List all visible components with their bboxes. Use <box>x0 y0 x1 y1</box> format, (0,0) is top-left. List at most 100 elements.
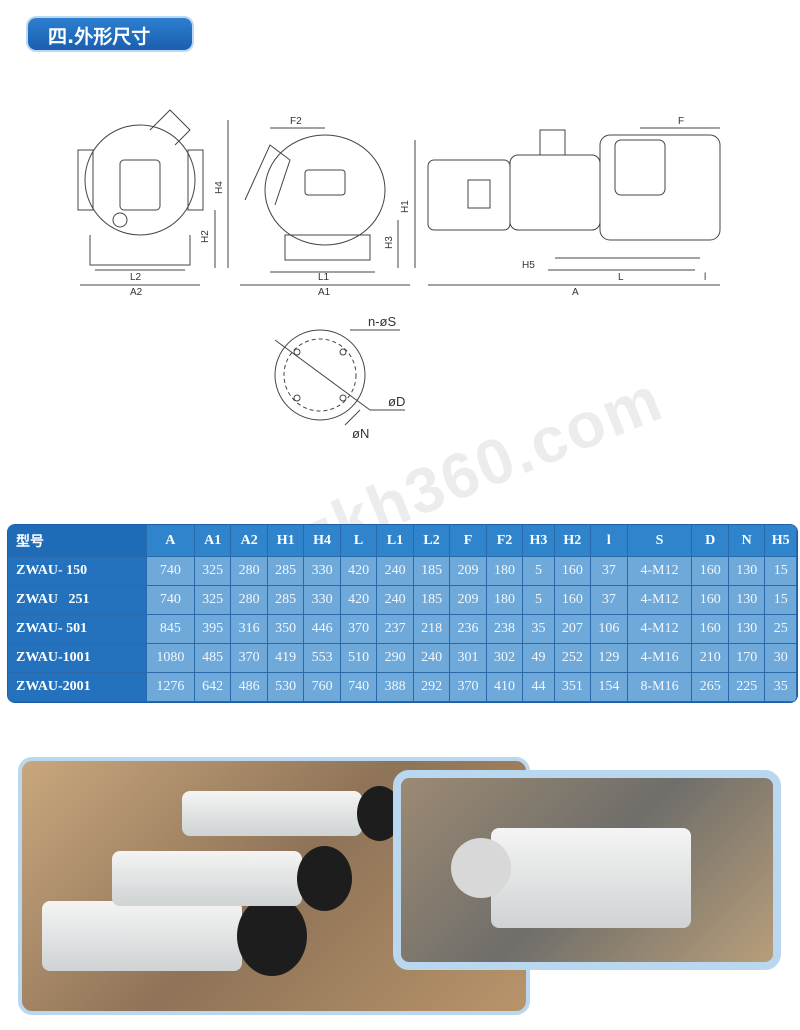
value-cell: 265 <box>692 673 729 702</box>
value-cell: 237 <box>377 615 414 644</box>
value-cell: 4-M16 <box>627 644 693 673</box>
label-H3: H3 <box>384 236 395 249</box>
model-cell: ZWAU 251 <box>8 586 147 615</box>
label-A: A <box>572 287 579 298</box>
label-l: l <box>704 272 706 283</box>
label-d: øD <box>388 394 405 409</box>
value-cell: 8-M16 <box>627 673 693 702</box>
value-cell: 740 <box>146 586 195 615</box>
value-cell: 236 <box>450 615 487 644</box>
value-cell: 209 <box>450 586 487 615</box>
value-cell: 285 <box>267 557 305 586</box>
label-F2: F2 <box>290 116 302 127</box>
top-view-drawing <box>427 127 721 286</box>
value-cell: 5 <box>523 557 555 586</box>
value-cell: 330 <box>304 557 341 586</box>
value-cell: 240 <box>377 586 414 615</box>
value-cell: 285 <box>267 586 305 615</box>
value-cell: 316 <box>231 615 268 644</box>
value-cell: 760 <box>304 673 341 702</box>
value-cell: 302 <box>486 644 524 673</box>
value-cell: 37 <box>591 557 628 586</box>
label-A1: A1 <box>318 287 331 298</box>
value-cell: 4-M12 <box>627 586 693 615</box>
value-cell: 35 <box>765 673 797 702</box>
value-cell: 30 <box>765 644 797 673</box>
label-H2: H2 <box>200 230 211 243</box>
value-cell: 160 <box>692 615 729 644</box>
value-cell: 218 <box>413 615 451 644</box>
model-cell: ZWAU-2001 <box>8 673 147 702</box>
value-cell: 350 <box>267 615 305 644</box>
product-photo-single-pump <box>393 770 781 970</box>
label-L1: L1 <box>318 272 330 283</box>
value-cell: 290 <box>377 644 414 673</box>
value-cell: 410 <box>486 673 524 702</box>
value-cell: 106 <box>591 615 628 644</box>
value-cell: 154 <box>591 673 628 702</box>
front-view-drawing <box>77 109 229 286</box>
label-L: L <box>618 272 624 283</box>
value-cell: 740 <box>146 557 195 586</box>
column-header: H1 <box>267 525 305 557</box>
value-cell: 292 <box>413 673 451 702</box>
model-cell: ZWAU-1001 <box>8 644 147 673</box>
value-cell: 15 <box>765 557 797 586</box>
value-cell: 301 <box>450 644 487 673</box>
value-cell: 180 <box>486 557 524 586</box>
value-cell: 160 <box>554 557 592 586</box>
value-cell: 240 <box>377 557 414 586</box>
value-cell: 325 <box>194 557 232 586</box>
value-cell: 160 <box>692 557 729 586</box>
value-cell: 420 <box>340 557 378 586</box>
value-cell: 170 <box>728 644 766 673</box>
column-header: H5 <box>765 525 797 557</box>
value-cell: 325 <box>194 586 232 615</box>
value-cell: 4-M12 <box>627 615 693 644</box>
value-cell: 370 <box>340 615 378 644</box>
value-cell: 209 <box>450 557 487 586</box>
value-cell: 553 <box>304 644 341 673</box>
column-header: D <box>692 525 729 557</box>
value-cell: 129 <box>591 644 628 673</box>
value-cell: 370 <box>450 673 487 702</box>
column-header: 型号 <box>8 525 147 557</box>
flange-drawing <box>274 329 405 426</box>
value-cell: 446 <box>304 615 341 644</box>
value-cell: 160 <box>692 586 729 615</box>
column-header: A2 <box>231 525 268 557</box>
value-cell: 330 <box>304 586 341 615</box>
column-header: L1 <box>377 525 414 557</box>
value-cell: 370 <box>231 644 268 673</box>
label-n: øN <box>352 426 369 441</box>
value-cell: 642 <box>194 673 232 702</box>
label-H4: H4 <box>214 181 225 194</box>
value-cell: 280 <box>231 557 268 586</box>
value-cell: 44 <box>523 673 555 702</box>
column-header: l <box>591 525 628 557</box>
value-cell: 388 <box>377 673 414 702</box>
value-cell: 395 <box>194 615 232 644</box>
model-cell: ZWAU- 501 <box>8 615 147 644</box>
value-cell: 1276 <box>146 673 195 702</box>
value-cell: 180 <box>486 586 524 615</box>
value-cell: 37 <box>591 586 628 615</box>
column-header: L <box>340 525 378 557</box>
value-cell: 5 <box>523 586 555 615</box>
value-cell: 160 <box>554 586 592 615</box>
value-cell: 740 <box>340 673 378 702</box>
value-cell: 845 <box>146 615 195 644</box>
column-header: H2 <box>554 525 592 557</box>
value-cell: 351 <box>554 673 592 702</box>
column-header: N <box>728 525 766 557</box>
value-cell: 280 <box>231 586 268 615</box>
column-header: H3 <box>523 525 555 557</box>
label-H1: H1 <box>400 200 411 213</box>
label-A2: A2 <box>130 287 143 298</box>
value-cell: 419 <box>267 644 305 673</box>
